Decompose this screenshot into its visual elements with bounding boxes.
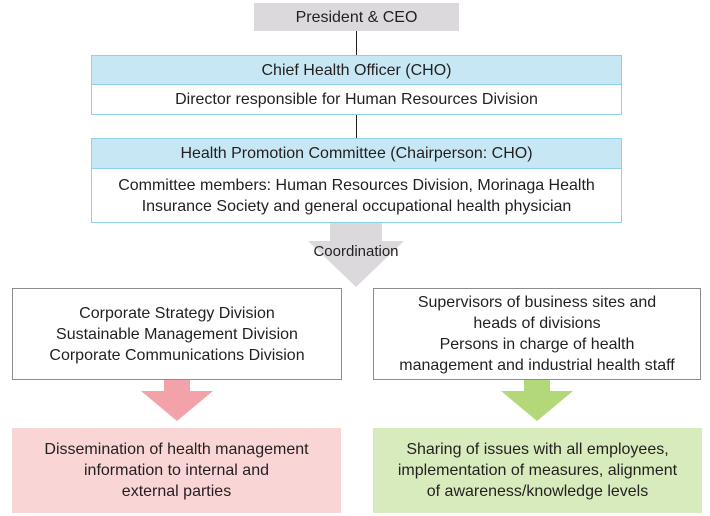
- committee-header: Health Promotion Committee (Chairperson:…: [91, 138, 622, 169]
- left-outcome-line-3: external parties: [121, 483, 232, 500]
- left-outcome-line-1: Dissemination of health management: [44, 441, 309, 458]
- right-line-1: Supervisors of business sites and: [417, 294, 657, 311]
- right-outcome-line-2: implementation of measures, alignment: [397, 462, 678, 479]
- connector-ceo-cho: [356, 31, 357, 55]
- coordination-label: Coordination: [313, 243, 399, 260]
- right-line-4: management and industrial health staff: [399, 357, 675, 374]
- right-supervisors-box: Supervisors of business sites and heads …: [373, 288, 701, 380]
- right-line-2: heads of divisions: [473, 315, 601, 332]
- left-division-2: Sustainable Management Division: [56, 325, 298, 343]
- committee-detail-line-2: Insurance Society and general occupation…: [141, 197, 572, 215]
- right-line-3: Persons in charge of health: [439, 336, 635, 353]
- right-outcome-line-3: of awareness/knowledge levels: [426, 483, 649, 500]
- left-outcome-box: Dissemination of health management infor…: [12, 428, 341, 513]
- right-arrow-head: [501, 391, 573, 421]
- coordination-arrow-head: [308, 241, 404, 287]
- left-division-1: Corporate Strategy Division: [79, 304, 275, 322]
- right-outcome-line-1: Sharing of issues with all employees,: [406, 441, 669, 458]
- cho-detail: Director responsible for Human Resources…: [175, 91, 538, 108]
- coordination-arrow-shaft: [330, 223, 382, 241]
- cho-detail-box: Director responsible for Human Resources…: [91, 85, 622, 115]
- cho-title: Chief Health Officer (CHO): [261, 61, 452, 79]
- committee-detail-line-1: Committee members: Human Resources Divis…: [118, 176, 595, 194]
- left-arrow-shaft: [164, 380, 190, 391]
- connector-cho-committee: [356, 115, 357, 138]
- left-divisions-box: Corporate Strategy Division Sustainable …: [12, 288, 342, 380]
- committee-detail-box: Committee members: Human Resources Divis…: [91, 169, 622, 223]
- cho-header: Chief Health Officer (CHO): [91, 55, 622, 85]
- left-arrow-head: [141, 391, 213, 421]
- committee-title: Health Promotion Committee (Chairperson:…: [180, 145, 533, 162]
- right-arrow-shaft: [524, 380, 550, 391]
- left-outcome-line-2: information to internal and: [84, 462, 269, 479]
- left-division-3: Corporate Communications Division: [49, 346, 305, 364]
- right-outcome-box: Sharing of issues with all employees, im…: [373, 428, 702, 513]
- president-label: President & CEO: [295, 8, 418, 26]
- president-box: President & CEO: [254, 3, 459, 31]
